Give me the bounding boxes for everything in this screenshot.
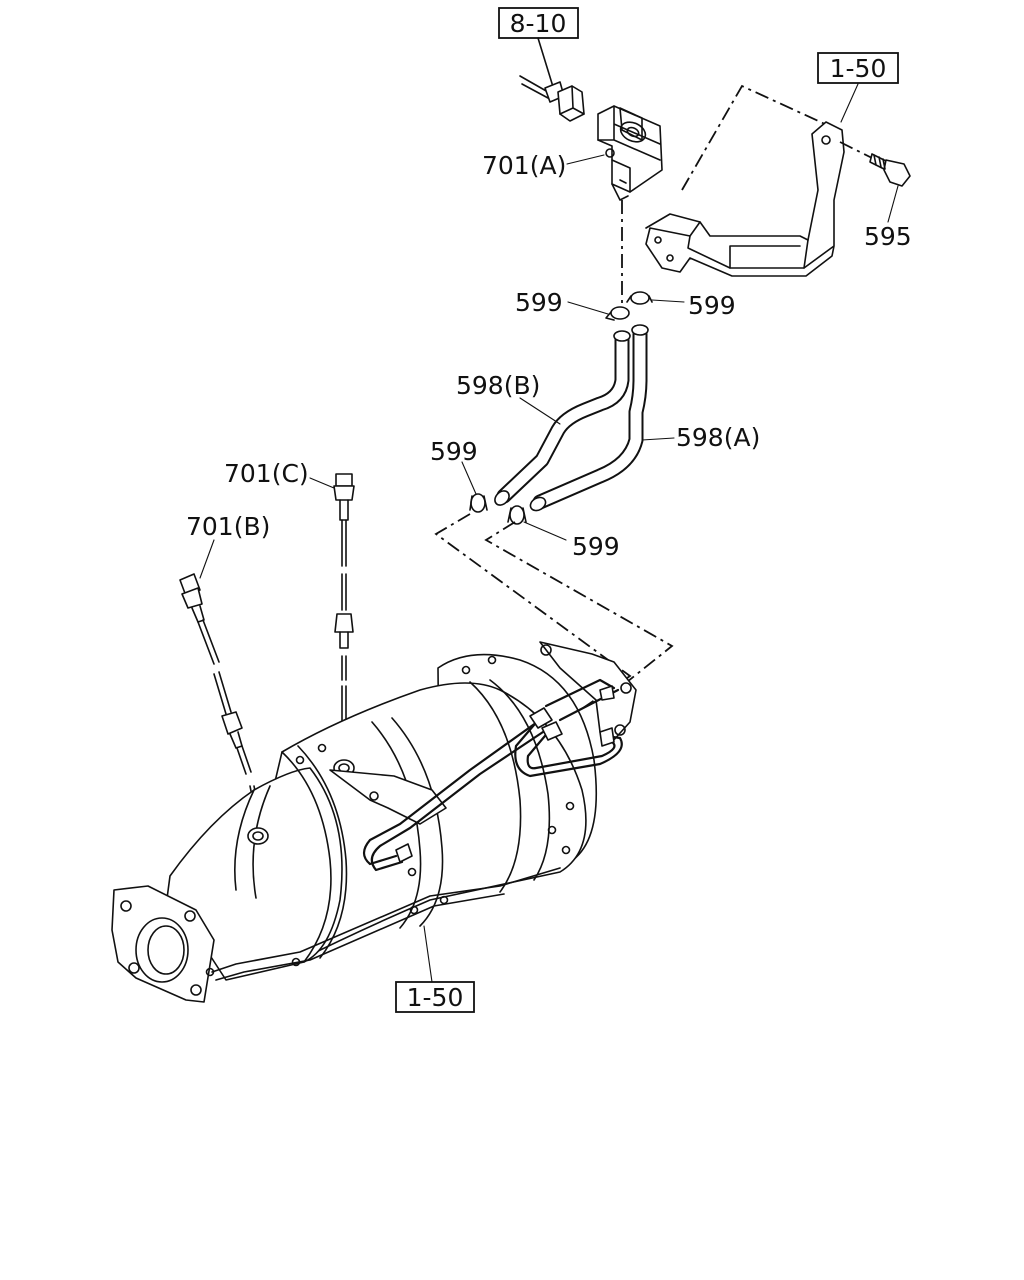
ref-8-10-text: 8-10 — [510, 9, 567, 38]
label-701b: 701(B) — [186, 512, 270, 541]
ref-box-1-50-bottom[interactable]: 1-50 — [395, 981, 475, 1013]
ref-1-50-top-text: 1-50 — [830, 54, 887, 83]
label-599-upper-right: 599 — [688, 291, 736, 320]
pressure-sensor-701a[interactable]: 701(A) — [482, 105, 663, 201]
mounting-bracket — [645, 83, 859, 277]
temperature-sensor-701c[interactable]: 701(C) — [224, 459, 355, 763]
label-595: 595 — [864, 222, 912, 251]
label-598b: 598(B) — [456, 371, 540, 400]
label-599-lower-left: 599 — [430, 437, 478, 466]
diesel-particulate-filter — [111, 641, 637, 1003]
label-701c: 701(C) — [224, 459, 309, 488]
ref-1-50-bottom-text: 1-50 — [407, 983, 464, 1012]
hose-clamp-599-upper-left[interactable]: 599 — [515, 288, 630, 321]
hose-clamp-599-lower-right[interactable]: 599 — [507, 505, 620, 561]
hose-598a[interactable]: 598(A) — [528, 324, 760, 513]
label-599-lower-right: 599 — [572, 532, 620, 561]
electrical-connector — [519, 37, 585, 122]
hose-clamp-599-lower-left[interactable]: 599 — [430, 437, 488, 513]
temperature-sensor-701b[interactable]: 701(B) — [179, 512, 270, 827]
ref-box-8-10[interactable]: 8-10 — [498, 7, 579, 39]
bolt-595[interactable]: 595 — [839, 141, 912, 251]
assembly-line-sensor-bracket — [681, 84, 839, 191]
hose-clamp-599-upper-right[interactable]: 599 — [626, 291, 736, 320]
ref-1-50-bottom-leader — [423, 925, 433, 983]
label-701a: 701(A) — [482, 151, 566, 180]
ref-box-1-50-top[interactable]: 1-50 — [817, 52, 899, 84]
hose-598b[interactable]: 598(B) — [456, 330, 631, 508]
label-599-upper-left: 599 — [515, 288, 563, 317]
label-598a: 598(A) — [676, 423, 760, 452]
